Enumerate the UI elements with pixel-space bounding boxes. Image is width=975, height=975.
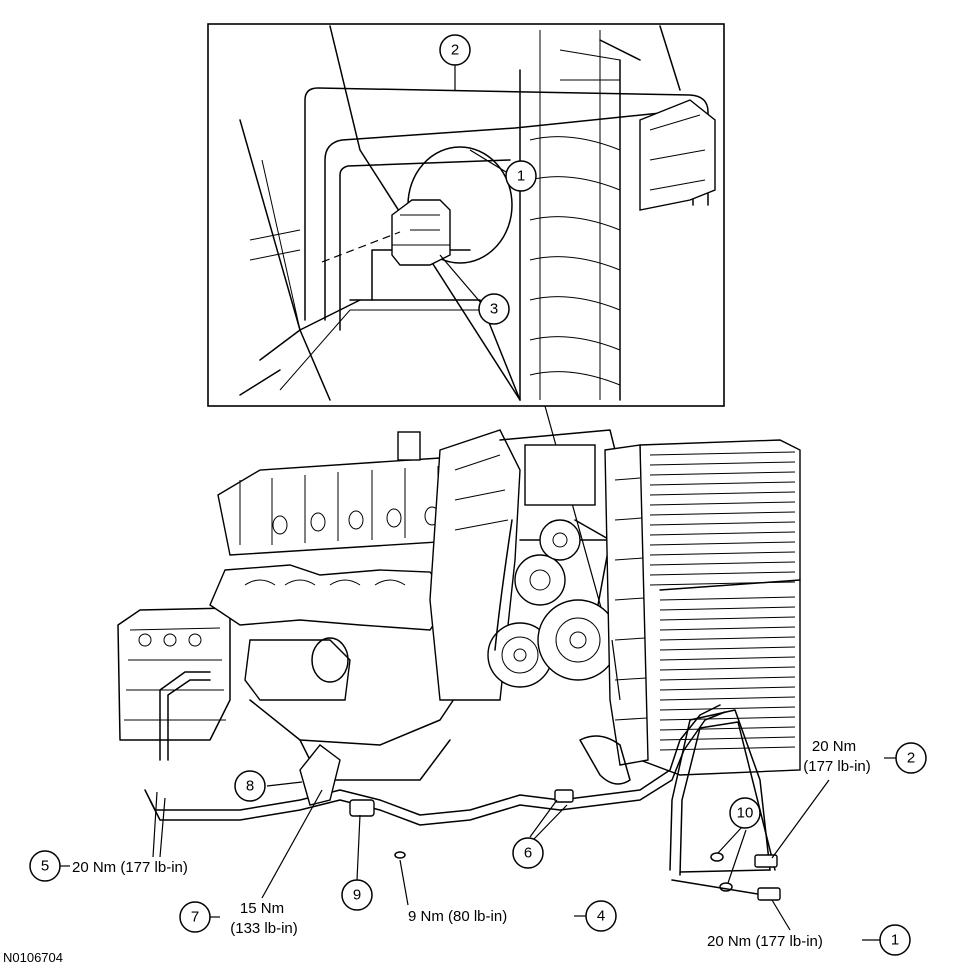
callout-1-bottom-torque: 20 Nm (177 lb-in) xyxy=(707,933,823,950)
callout-3-top-number: 3 xyxy=(490,301,498,318)
callout-9-number: 9 xyxy=(353,887,361,904)
callout-5: 5 20 Nm (177 lb-in) xyxy=(29,791,188,882)
inset-frame xyxy=(207,23,725,407)
callout-2-right-torque-lbin: (177 lb-in) xyxy=(803,758,871,775)
callout-9: 9 xyxy=(341,814,373,911)
callout-2-top-number: 2 xyxy=(451,42,459,59)
figure-id: N0106704 xyxy=(3,950,63,965)
callout-7-number: 7 xyxy=(191,909,199,926)
callout-1-bottom: 20 Nm (177 lb-in) 1 xyxy=(707,899,911,956)
callout-5-number: 5 xyxy=(41,858,49,875)
callout-2-right: 2 20 Nm (177 lb-in) xyxy=(771,738,927,859)
callout-4: 9 Nm (80 lb-in) 4 xyxy=(399,859,617,932)
engine-assembly xyxy=(117,429,801,901)
callout-1-top-number: 1 xyxy=(517,168,525,185)
callout-6: 6 xyxy=(512,799,568,869)
callout-4-torque: 9 Nm (80 lb-in) xyxy=(408,908,507,925)
callout-1-top: 1 xyxy=(505,160,537,192)
callout-2-right-number: 2 xyxy=(907,750,915,767)
callout-1-bottom-number: 1 xyxy=(891,932,899,949)
callout-7-torque-nm: 15 Nm xyxy=(240,900,284,917)
callout-2-right-torque-nm: 20 Nm xyxy=(812,738,856,755)
callout-7-torque-lbin: (133 lb-in) xyxy=(230,920,298,937)
cooler-lines xyxy=(144,671,781,901)
detail-inset xyxy=(207,23,725,641)
condenser-radiator xyxy=(604,439,801,776)
callout-8-number: 8 xyxy=(246,778,254,795)
callouts: 2 1 3 8 2 20 Nm (177 lb-in) xyxy=(3,34,927,965)
callout-8: 8 xyxy=(234,770,303,802)
callout-4-number: 4 xyxy=(597,908,605,925)
callout-10: 10 xyxy=(717,797,761,884)
callout-3-top: 3 xyxy=(478,293,510,325)
callout-10-number: 10 xyxy=(737,805,754,822)
pulleys xyxy=(487,519,619,688)
callout-7: 7 15 Nm (133 lb-in) xyxy=(179,789,323,937)
callout-2-top: 2 xyxy=(439,34,471,66)
callout-5-torque: 20 Nm (177 lb-in) xyxy=(72,859,188,876)
callout-6-number: 6 xyxy=(524,845,532,862)
